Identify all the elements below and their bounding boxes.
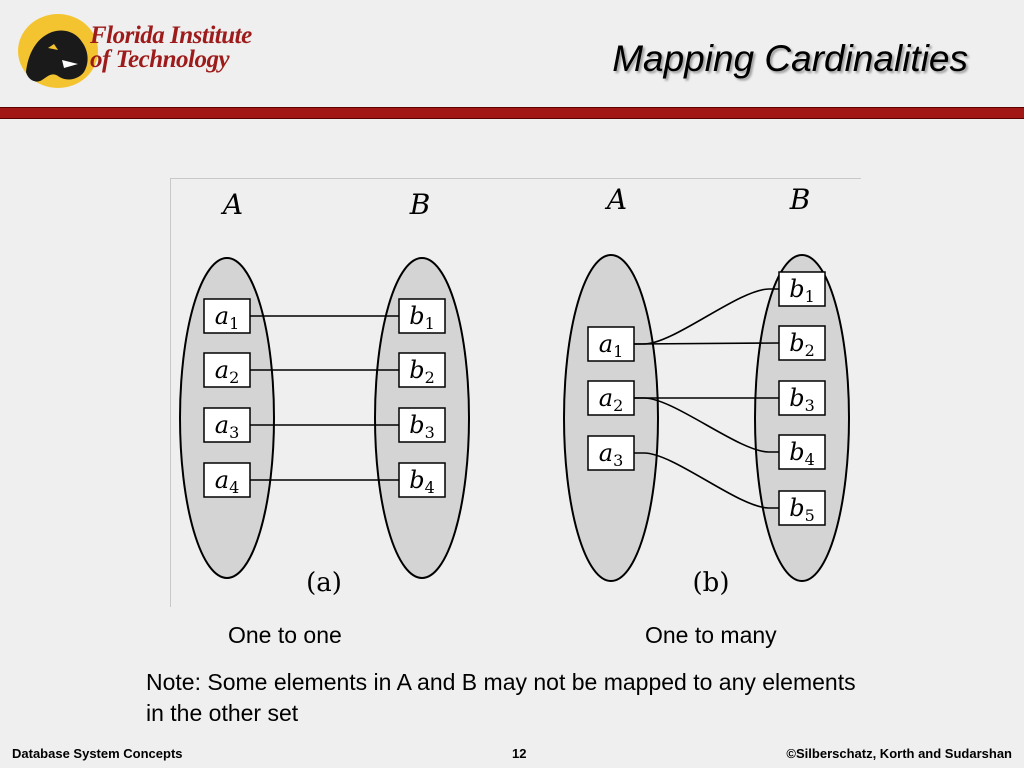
element-a3-a-label: a3 (215, 411, 240, 442)
element-b1-a-box (398, 298, 446, 334)
element-b3-b-label: b3 (789, 384, 815, 415)
element-b3-a-box (398, 407, 446, 443)
element-b4-b: b4 (778, 434, 826, 470)
element-b3-b-box (778, 380, 826, 416)
page-title: Mapping Cardinalities (612, 38, 968, 79)
panel-label-b: (b) (693, 568, 730, 598)
element-a2-b: a2 (587, 380, 635, 416)
element-a3-a: a3 (203, 407, 251, 443)
panel-b: A Ba1 a2 a3 b1 b2 b3 b4 b5 (b) (563, 183, 850, 598)
mapping-diagram-svg: A Ba1 a2 a3 a4 b1 b2 b3 b4 (a) A Ba1 a2 a3 b1 b2 b3 b4 b5 (… (179, 183, 850, 598)
element-a1-a-box (203, 298, 251, 334)
element-b2-a: b2 (398, 352, 446, 388)
element-b2-a-box (398, 352, 446, 388)
note-text: Note: Some elements in A and B may not b… (146, 669, 856, 726)
panel-label-a: (a) (306, 568, 342, 598)
element-a3-b-box (587, 435, 635, 471)
element-b5-b-box (778, 490, 826, 526)
mapping-line-b-a3-b5 (634, 452, 779, 509)
panel-a: A Ba1 a2 a3 a4 b1 b2 b3 b4 (a) (179, 188, 470, 598)
element-a3-a-box (203, 407, 251, 443)
set-b-label-a: B (409, 188, 431, 221)
mapping-line-b-a1-b2 (633, 342, 780, 345)
mapping-line-b-a2-b4 (634, 397, 779, 453)
element-b5-b: b5 (778, 490, 826, 526)
set-a-label-a: A (220, 188, 243, 221)
set-b-label-b: B (789, 183, 811, 216)
element-a4-a-box (203, 462, 251, 498)
element-b3-b: b3 (778, 380, 826, 416)
element-a4-a: a4 (203, 462, 251, 498)
element-b4-a-box (398, 462, 446, 498)
panther-logo-icon (18, 14, 98, 88)
element-a1-b: a1 (587, 326, 635, 362)
element-a3-b: a3 (587, 435, 635, 471)
footer-page-number: 12 (512, 746, 527, 761)
element-b2-b: b2 (778, 325, 826, 361)
logo-line-2: of Technology (90, 46, 230, 73)
caption-one-to-many: One to many (645, 622, 777, 648)
element-b1-a-label: b1 (409, 302, 435, 333)
element-a2-a-box (203, 352, 251, 388)
element-b4-b-box (778, 434, 826, 470)
mapping-line-b-a1-b1 (634, 288, 779, 345)
element-a1-a: a1 (203, 298, 251, 334)
logo-wordmark: Florida Institute of Technology (90, 22, 252, 73)
caption-one-to-one: One to one (228, 622, 342, 648)
footer-copyright: ©Silberschatz, Korth and Sudarshan (786, 746, 1012, 761)
element-b2-b-box (778, 325, 826, 361)
logo-line-1: Florida Institute (90, 22, 252, 49)
element-b1-a: b1 (398, 298, 446, 334)
element-a2-b-box (587, 380, 635, 416)
fit-logo: Florida Institute of Technology (18, 14, 258, 90)
element-b1-b: b1 (778, 271, 826, 307)
footer-course: Database System Concepts (12, 746, 183, 761)
panther-icon (26, 30, 88, 82)
element-b4-a: b4 (398, 462, 446, 498)
set-a-label-b: A (604, 183, 627, 216)
element-b1-b-box (778, 271, 826, 307)
set-a-ellipse-b (563, 254, 659, 582)
header-divider (0, 107, 1024, 119)
element-b3-a: b3 (398, 407, 446, 443)
element-a1-b-box (587, 326, 635, 362)
element-a2-a: a2 (203, 352, 251, 388)
